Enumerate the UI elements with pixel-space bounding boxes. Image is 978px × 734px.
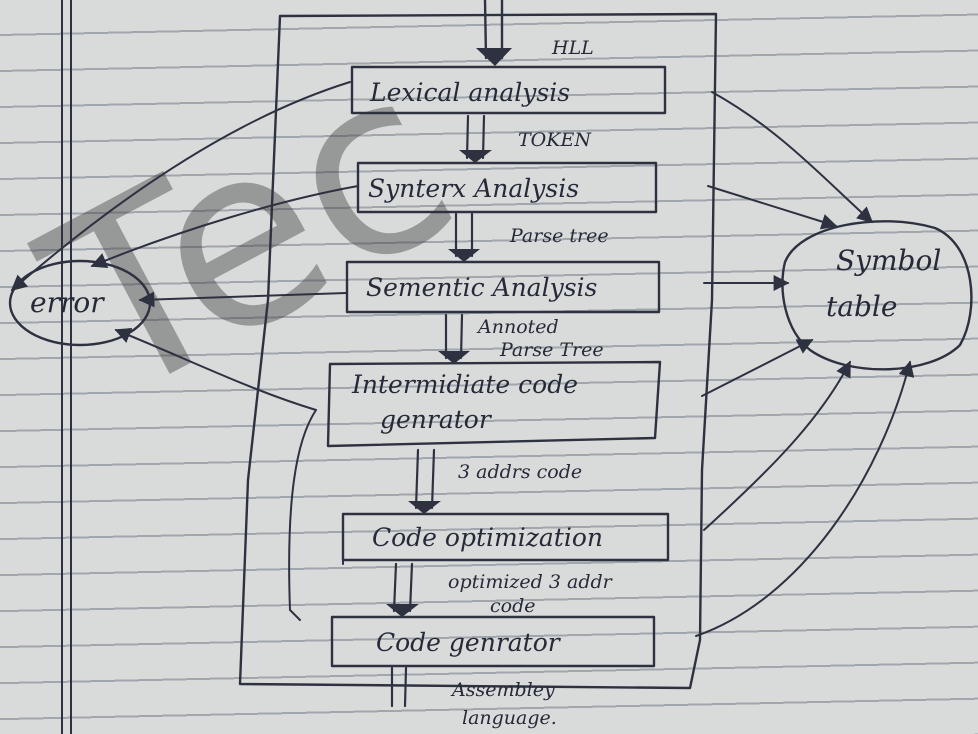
annotated-parse-tree-label-line2: Parse Tree — [499, 339, 604, 361]
icg-label-line1: Intermidiate code — [351, 370, 578, 399]
flow-arrow-2 — [448, 212, 480, 262]
code-generator-box — [330, 615, 656, 668]
optimized-code-label-line2: code — [490, 595, 536, 617]
flow-arrow-5 — [386, 562, 419, 617]
assembly-language-label-line2: language. — [462, 707, 557, 729]
symbol-table-label-line1: Symbol — [836, 244, 941, 277]
annotated-parse-tree-label-line1: Annoted — [476, 316, 559, 338]
assembly-language-label-line1: Assembley — [450, 679, 555, 701]
flow-arrow-1 — [459, 114, 492, 163]
error-connections — [10, 81, 359, 621]
semantic-analysis-box — [345, 260, 661, 314]
output-arrow — [390, 666, 408, 708]
optimized-code-label-line1: optimized 3 addr — [448, 571, 614, 593]
code-generator-label: Code genrator — [376, 628, 562, 657]
symbol-table-connections — [695, 91, 915, 637]
token-label: TOKEN — [518, 129, 592, 151]
error-handler-label: error — [30, 286, 105, 319]
code-optimization-label: Code optimization — [372, 523, 603, 552]
lexical-analysis-box — [350, 65, 667, 115]
semantic-analysis-label: Sementic Analysis — [366, 273, 597, 302]
syntax-analysis-label: Synterx Analysis — [368, 174, 579, 203]
lexical-analysis-label: Lexical analysis — [369, 78, 570, 107]
input-label-hll: HLL — [551, 37, 594, 59]
three-address-code-label: 3 addrs code — [458, 461, 582, 483]
symbol-table-label-line2: table — [826, 290, 897, 323]
icg-label-line2: genrator — [380, 405, 493, 434]
parse-tree-label: Parse tree — [509, 225, 609, 247]
input-arrow — [476, 0, 512, 66]
syntax-analysis-box — [356, 161, 658, 214]
icg-box — [326, 360, 662, 448]
flow-arrow-4 — [408, 448, 441, 514]
flow-arrow-3 — [438, 313, 470, 364]
